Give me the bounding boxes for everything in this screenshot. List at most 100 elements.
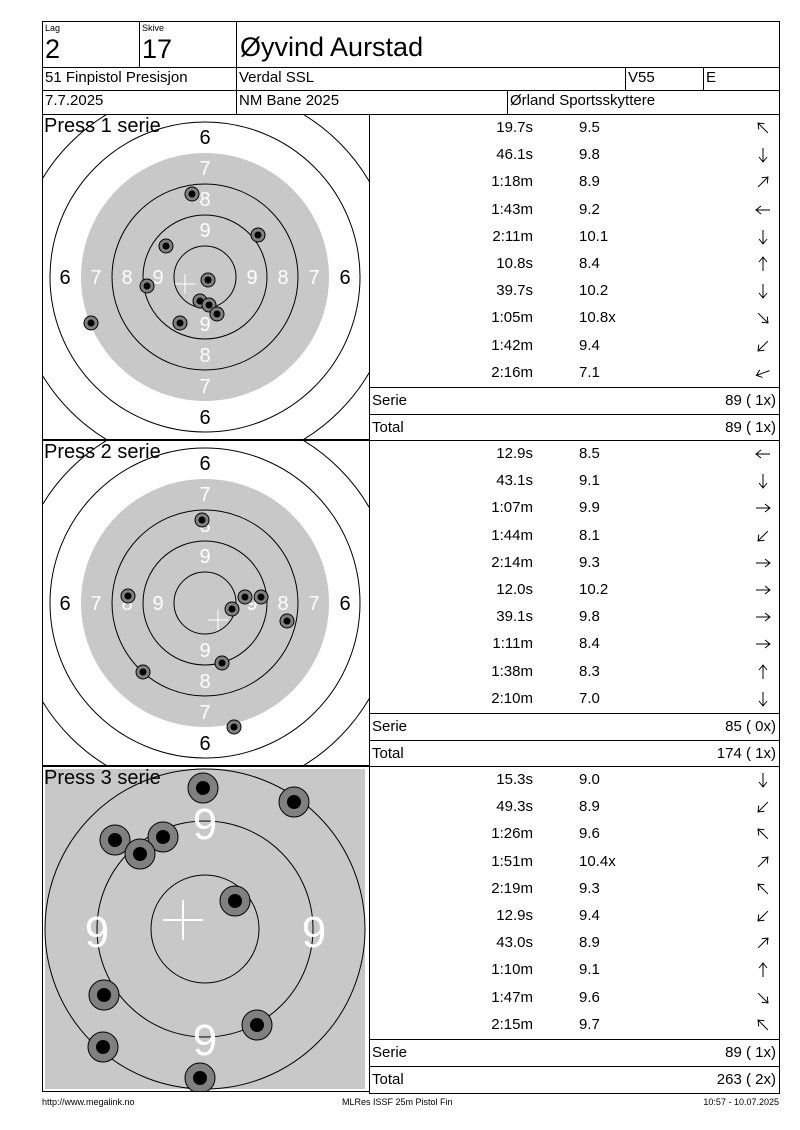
ring-label: 6 — [199, 407, 210, 429]
shot-hole — [279, 613, 295, 629]
ring-label: 9 — [152, 593, 163, 615]
shot-time: 12.9s — [496, 907, 533, 924]
shot-time: 2:11m — [492, 227, 533, 245]
shot-score: 9.7 — [579, 1015, 600, 1033]
shot-score: 8.9 — [579, 934, 600, 952]
ring-9 — [142, 540, 268, 666]
shot-hole — [209, 306, 225, 322]
organizer-cell: Ørland Sportsskyttere — [507, 90, 780, 115]
shot-hole — [184, 1062, 216, 1091]
shot-row: 1:07m 9.9 — [370, 495, 779, 522]
shot-row: 12.9s 9.4 — [370, 903, 779, 930]
direction-arrow-icon — [757, 340, 769, 352]
lag-value: 2 — [45, 34, 61, 64]
direction-arrow-icon — [756, 640, 771, 649]
total-label: Total — [372, 1071, 404, 1088]
direction-arrow-icon — [757, 828, 769, 840]
skive-label: Skive — [142, 23, 165, 33]
direction-arrow-icon — [757, 1019, 769, 1031]
shot-time: 1:26m — [491, 825, 533, 843]
direction-arrow-icon — [757, 883, 769, 895]
ring-label: 9 — [199, 314, 210, 336]
shot-score: 9.4 — [579, 336, 600, 354]
footer-url[interactable]: http://www.megalink.no — [42, 1097, 135, 1107]
shot-time: 1:44m — [491, 526, 533, 544]
header-skive-box: Skive 17 — [139, 21, 237, 68]
ring-label: 6 — [339, 267, 350, 289]
shot-score: 10.2 — [579, 581, 609, 598]
direction-arrow-icon — [755, 449, 770, 459]
ring-label: 9 — [193, 800, 217, 849]
shot-time: 1:07m — [491, 499, 533, 517]
direction-arrow-icon — [756, 558, 771, 568]
series-title: Press 1 serie — [44, 115, 161, 137]
target-svg-series-3: 9 9 9 9 — [44, 768, 366, 1091]
ring-label: 7 — [199, 702, 210, 724]
shot-row: 1:18m 8.9 — [370, 169, 779, 196]
ring-label: 9 — [152, 267, 163, 289]
ring-label: 8 — [277, 593, 288, 615]
ring-8 — [111, 509, 299, 697]
direction-arrow-icon — [757, 856, 769, 867]
ring-label: 7 — [199, 376, 210, 398]
shot-time: 2:16m — [491, 363, 533, 381]
shot-score: 9.9 — [579, 499, 600, 517]
direction-arrow-icon — [757, 313, 769, 324]
ring-label: 8 — [121, 593, 132, 615]
shot-hole — [139, 278, 155, 294]
ring-label: 9 — [193, 1016, 217, 1065]
shot-hole — [184, 186, 200, 202]
shot-score: 8.4 — [579, 635, 600, 653]
shot-hole — [241, 1009, 273, 1041]
total-value: 263 ( 2x) — [716, 1071, 776, 1088]
total-value: 174 ( 1x) — [716, 745, 776, 762]
ring-label: 6 — [59, 267, 70, 289]
shot-hole — [226, 719, 242, 735]
total-value: 89 ( 1x) — [725, 419, 776, 436]
shot-time: 1:47m — [491, 988, 533, 1006]
shot-hole — [83, 315, 99, 331]
target-svg-series-1: 6 7 8 9 9 8 7 6 6 7 8 9 9 8 7 6 — [43, 115, 369, 439]
shot-hole — [253, 589, 269, 605]
shot-score: 9.1 — [579, 961, 600, 979]
shot-time: 1:51m — [491, 852, 533, 870]
shot-hole — [124, 838, 156, 870]
shot-score: 9.4 — [579, 907, 600, 924]
shot-time: 1:43m — [491, 200, 533, 218]
ring-label: 6 — [339, 593, 350, 615]
total-label: Total — [372, 419, 404, 436]
ring-label: 8 — [277, 267, 288, 289]
direction-arrow-icon — [758, 284, 768, 299]
shot-time: 1:18m — [491, 173, 533, 191]
ring-label: 7 — [308, 267, 319, 289]
header-lag-box: Lag 2 — [42, 21, 140, 68]
direction-arrow-icon — [756, 612, 771, 622]
direction-arrow-icon — [756, 504, 771, 513]
shot-score: 9.6 — [579, 825, 600, 843]
direction-arrow-icon — [758, 148, 768, 163]
ring-label: 6 — [199, 127, 210, 149]
ring-label: 8 — [121, 267, 132, 289]
shot-hole — [135, 664, 151, 680]
shot-time: 2:14m — [491, 553, 533, 571]
ring-label: 8 — [199, 671, 210, 693]
shot-time: 1:42m — [491, 336, 533, 354]
shot-score: 8.9 — [579, 173, 600, 191]
ring-label: 9 — [246, 593, 257, 615]
header-name-box: Øyvind Aurstad — [236, 21, 780, 68]
footer-program: MLRes ISSF 25m Pistol Fin — [342, 1097, 453, 1107]
shot-hole — [172, 315, 188, 331]
target-panel-series-1: Press 1 serie 6 7 8 9 9 8 7 6 6 7 8 9 9 … — [42, 114, 370, 440]
shot-score: 8.9 — [579, 798, 600, 816]
